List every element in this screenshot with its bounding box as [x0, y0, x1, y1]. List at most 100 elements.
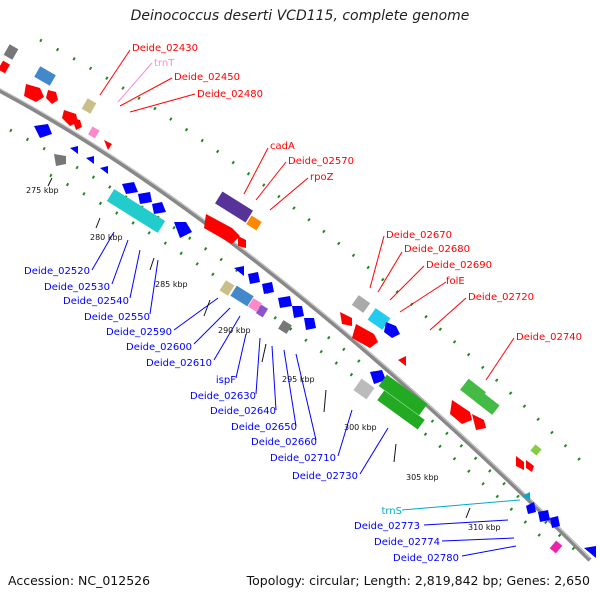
- gene-label-deide-02540: Deide_02540: [63, 296, 129, 307]
- gene-label-deide-02710: Deide_02710: [270, 453, 336, 464]
- reverse-genes: [34, 124, 596, 558]
- gene-arrow: [352, 324, 378, 348]
- gene-label-deide-02520: Deide_02520: [24, 266, 90, 277]
- gene-feature: [248, 298, 262, 312]
- gene-label-deide-02690: Deide_02690: [426, 260, 492, 271]
- gene-feature: [476, 393, 500, 415]
- ruler-label: 300 kbp: [344, 423, 377, 432]
- gene-feature: [246, 215, 262, 231]
- gene-arrow: [398, 356, 406, 366]
- gene-arrow: [138, 192, 152, 204]
- genome-backbone: [0, 88, 592, 562]
- gene-label-deide-02430: Deide_02430: [132, 43, 198, 54]
- gene-label-deide-02550: Deide_02550: [84, 312, 150, 323]
- gene-label-deide-02570: Deide_02570: [288, 156, 354, 167]
- gene-arrow: [262, 282, 274, 294]
- gene-arrow: [278, 296, 292, 308]
- gene-arrow: [472, 414, 486, 430]
- ruler-ticks: [47, 177, 471, 519]
- gene-feature: [219, 280, 235, 296]
- gene-label-deide-02530: Deide_02530: [44, 282, 110, 293]
- topology-text: Topology: circular; Length: 2,819,842 bp…: [246, 573, 590, 588]
- gene-label-deide-02670: Deide_02670: [386, 230, 452, 241]
- gene-arrow: [538, 510, 550, 522]
- gene-feature: [230, 285, 254, 307]
- gene-feature: [34, 66, 56, 86]
- gene-arrow: [304, 318, 316, 330]
- gene-arrow: [72, 118, 82, 130]
- gene-arrow: [238, 236, 246, 248]
- gene-arrow: [204, 214, 240, 244]
- gene-arrow: [104, 140, 112, 150]
- bottom-leader-lines: [91, 231, 521, 557]
- forward-genes: [0, 44, 542, 472]
- gene-arrow: [152, 202, 166, 214]
- ruler-label: 290 kbp: [218, 326, 251, 335]
- gene-feature: [530, 444, 542, 456]
- gene-arrow: [34, 124, 52, 138]
- gene-label-deide-02600: Deide_02600: [126, 342, 192, 353]
- gene-label-deide-02590: Deide_02590: [106, 327, 172, 338]
- accession-text: Accession: NC_012526: [8, 573, 151, 588]
- bottom-gene-labels: Deide_02520 Deide_02530 Deide_02540 Deid…: [24, 266, 459, 564]
- dotted-track-inner: [49, 173, 562, 557]
- gene-arrow: [122, 182, 138, 194]
- gene-arrow: [526, 460, 534, 472]
- map-title: Deinococcus deserti VCD115, complete gen…: [130, 8, 470, 24]
- gene-label-rpoz: rpoZ: [310, 172, 334, 183]
- gene-arrow: [550, 516, 560, 528]
- top-leader-lines: [99, 49, 515, 381]
- gene-feature: [549, 540, 563, 554]
- gene-label-trns: trnS: [381, 506, 402, 517]
- gene-feature: [378, 374, 428, 416]
- gene-label-ispf: ispF: [216, 375, 236, 386]
- gene-feature: [81, 98, 97, 114]
- gene-label-deide-02730: Deide_02730: [292, 471, 358, 482]
- ruler-labels: 275 kbp 280 kbp 285 kbp 290 kbp 295 kbp …: [26, 186, 501, 532]
- gene-label-deide-02740: Deide_02740: [516, 332, 582, 343]
- gene-label-deide-02630: Deide_02630: [190, 391, 256, 402]
- gene-label-deide-02774: Deide_02774: [374, 537, 440, 548]
- gene-feature: [215, 191, 253, 223]
- gene-label-cada: cadA: [270, 141, 295, 152]
- gene-label-deide-02660: Deide_02660: [251, 437, 317, 448]
- gene-feature: [377, 390, 425, 430]
- ruler-label: 305 kbp: [406, 473, 439, 482]
- gene-arrow: [174, 222, 192, 238]
- gene-label-deide-02720: Deide_02720: [468, 292, 534, 303]
- gene-feature: [88, 126, 100, 139]
- ruler-label: 275 kbp: [26, 186, 59, 195]
- genome-backbone-highlight: [0, 88, 591, 559]
- gene-label-fole: folE: [446, 276, 465, 287]
- gene-label-deide-02480: Deide_02480: [197, 89, 263, 100]
- gene-feature: [367, 308, 391, 330]
- gene-arrow: [54, 154, 66, 166]
- gene-arrow: [24, 84, 44, 102]
- gene-label-deide-02680: Deide_02680: [404, 244, 470, 255]
- gene-label-deide-02773: Deide_02773: [354, 521, 420, 532]
- gene-label-deide-02650: Deide_02650: [231, 422, 297, 433]
- gene-arrow: [370, 370, 386, 384]
- dotted-track-middle: [9, 128, 582, 557]
- gene-arrow: [292, 306, 304, 318]
- ruler-label: 310 kbp: [468, 523, 501, 532]
- gene-arrow: [522, 492, 530, 500]
- gene-arrow: [86, 156, 94, 164]
- gene-label-deide-02610: Deide_02610: [146, 358, 212, 369]
- gene-feature: [460, 378, 486, 404]
- gene-arrow: [526, 502, 536, 514]
- ruler-label: 280 kbp: [90, 233, 123, 242]
- gene-feature: [353, 378, 375, 400]
- gene-arrow: [70, 146, 78, 154]
- gene-feature: [278, 320, 292, 334]
- gene-arrow: [100, 166, 108, 174]
- ruler-label: 295 kbp: [282, 375, 315, 384]
- gene-arrow: [516, 456, 524, 470]
- gene-arrow: [46, 90, 58, 104]
- gene-arrow: [234, 266, 244, 276]
- gene-arrow: [384, 322, 400, 338]
- gene-feature: [3, 44, 19, 60]
- gene-arrow: [248, 272, 260, 284]
- gene-label-deide-02640: Deide_02640: [210, 406, 276, 417]
